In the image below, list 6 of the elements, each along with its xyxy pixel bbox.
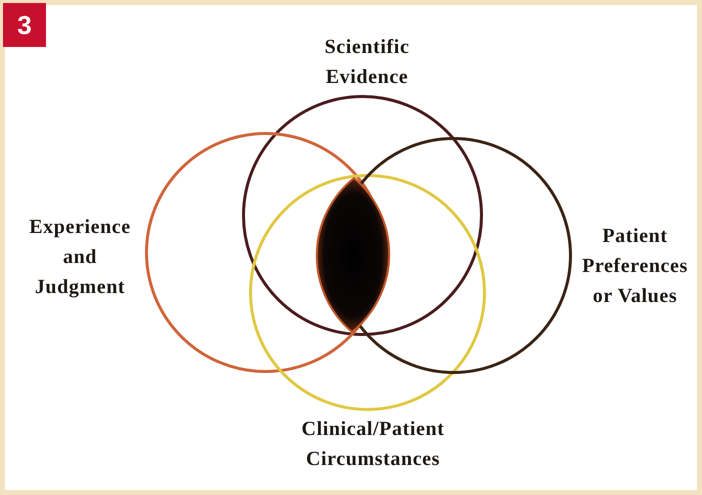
circle-label: Experience and Judgment xyxy=(28,215,132,300)
circle-label: Scientific Evidence xyxy=(324,35,410,90)
circle-label: Patient Preferences or Values xyxy=(581,224,689,309)
circle-label: Clinical/Patient Circumstances xyxy=(300,417,446,472)
figure-number: 3 xyxy=(3,3,46,47)
shaded-overlap xyxy=(313,176,391,334)
